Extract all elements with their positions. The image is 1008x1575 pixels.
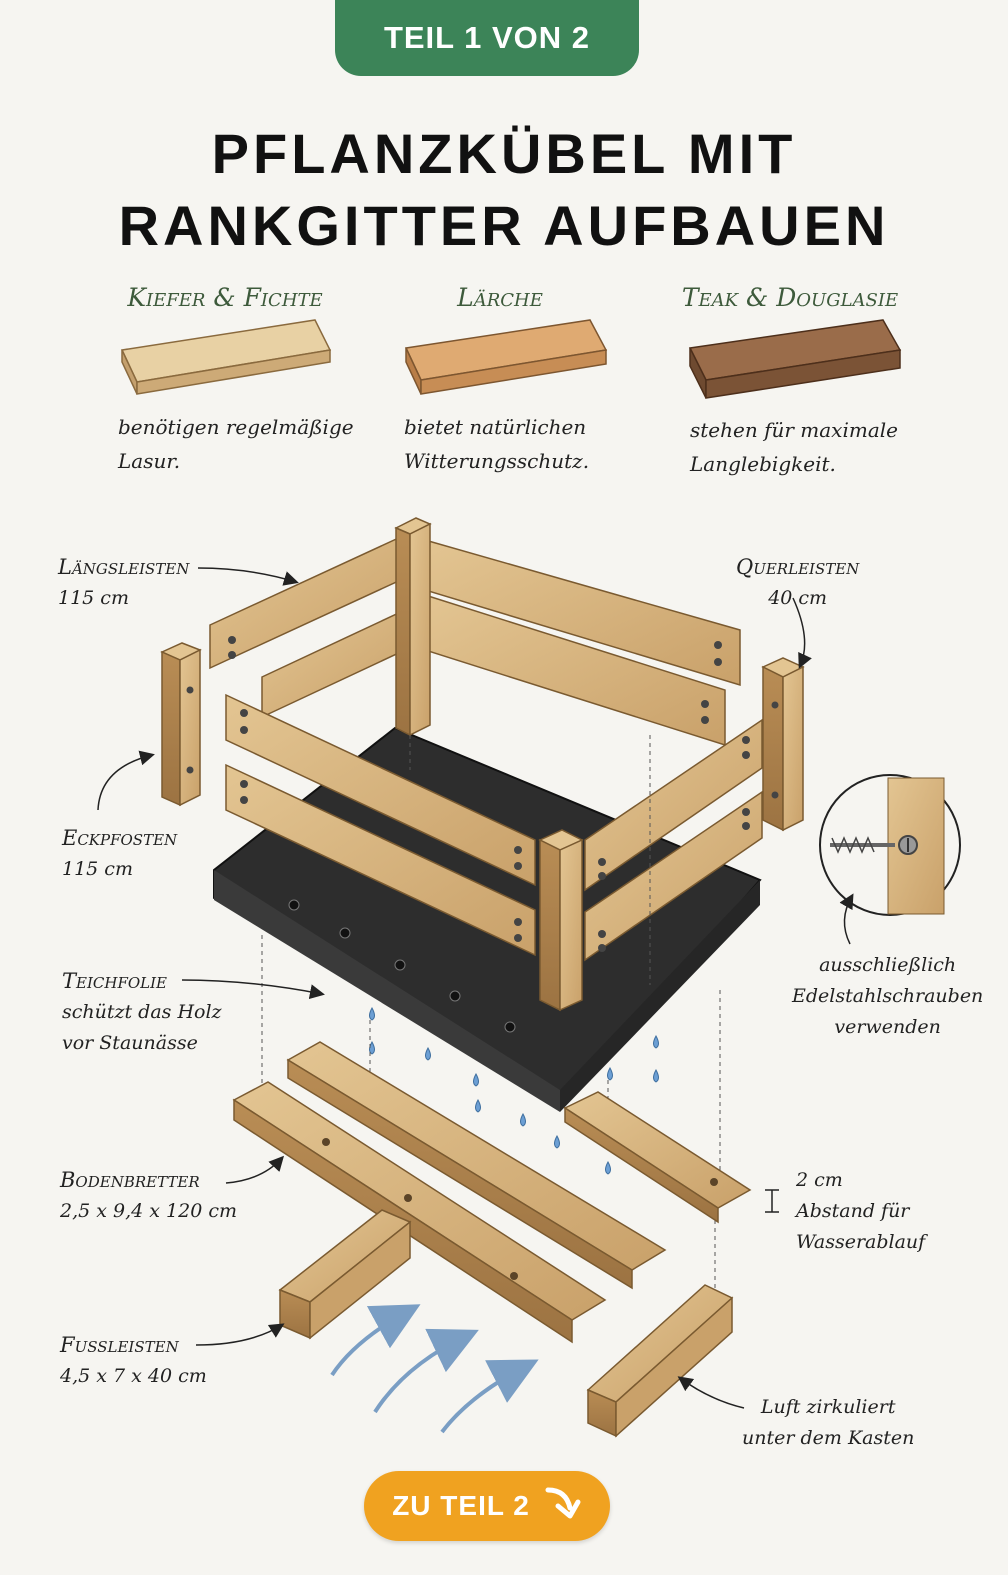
front-corner-post	[538, 829, 584, 1012]
label-bodenbretter-head: Bodenbretter	[60, 1168, 200, 1192]
label-teichfolie-line-2: vor Staunässe	[62, 1032, 198, 1054]
label-schrauben-line-2: Edelstahlschrauben	[792, 985, 984, 1007]
label-querleisten-head: Querleisten	[736, 555, 860, 579]
arrow-down-right-icon	[544, 1484, 582, 1529]
label-eckpfosten: Eckpfosten 115 cm	[62, 823, 177, 885]
label-bodenbretter: Bodenbretter 2,5 x 9,4 x 120 cm	[60, 1165, 237, 1227]
label-abstand-line-1: 2 cm	[796, 1169, 843, 1191]
back-long-rails	[209, 533, 741, 747]
label-fussleisten-head: Fussleisten	[60, 1333, 179, 1357]
label-teichfolie-line-1: schützt das Holz	[62, 1001, 222, 1023]
wood-sample-laerche	[404, 319, 608, 395]
label-eckpfosten-head: Eckpfosten	[62, 826, 178, 850]
title-line-2: RANKGITTER AUFBAUEN	[118, 194, 890, 257]
label-abstand-line-2: Abstand für	[796, 1200, 910, 1222]
label-schrauben: ausschließlich Edelstahlschrauben verwen…	[792, 950, 983, 1043]
label-luft-line-1: Luft zirkuliert	[760, 1396, 896, 1418]
foot-battens	[278, 1209, 734, 1438]
wood-desc-kiefer-line-1: benötigen regelmäßige	[118, 415, 354, 439]
wood-desc-kiefer: benötigen regelmäßige Lasur.	[118, 410, 354, 478]
label-luft: Luft zirkuliert unter dem Kasten	[742, 1392, 914, 1454]
label-abstand: 2 cm Abstand für Wasserablauf	[796, 1165, 925, 1258]
airflow-arrows	[330, 1304, 539, 1434]
label-teichfolie: Teichfolie schützt das Holz vor Staunäss…	[62, 966, 222, 1059]
part-indicator-tab: TEIL 1 VON 2	[335, 0, 639, 76]
wood-desc-laerche: bietet natürlichen Witterungsschutz.	[404, 410, 589, 478]
loose-corner-post-left	[160, 642, 202, 807]
callout-arrows	[97, 567, 854, 1409]
next-part-button-label: ZU TEIL 2	[392, 1490, 530, 1521]
page-title: PFLANZKÜBEL MIT RANKGITTER AUFBAUEN	[0, 118, 1008, 262]
label-luft-line-2: unter dem Kasten	[742, 1427, 915, 1449]
label-abstand-line-3: Wasserablauf	[796, 1231, 926, 1253]
wood-name-laerche: Lärche	[457, 283, 543, 312]
label-querleisten: Querleisten 40 cm	[736, 552, 859, 614]
front-short-rails	[584, 718, 763, 962]
label-laengsleisten: Längsleisten 115 cm	[58, 552, 189, 614]
screw-detail	[819, 774, 961, 916]
title-line-1: PFLANZKÜBEL MIT	[211, 122, 797, 185]
wood-desc-teak: stehen für maximale Langlebigkeit.	[690, 413, 898, 481]
wood-sample-teak	[688, 319, 902, 399]
loose-corner-post-right	[761, 657, 805, 832]
label-laengsleisten-size: 115 cm	[58, 587, 129, 609]
label-querleisten-size: 40 cm	[768, 587, 828, 609]
wood-name-teak: Teak & Douglasie	[681, 283, 899, 312]
wood-desc-laerche-line-1: bietet natürlichen	[404, 415, 587, 439]
wood-desc-laerche-line-2: Witterungsschutz.	[404, 449, 590, 473]
back-corner-post	[394, 517, 432, 737]
wood-sample-kiefer	[120, 319, 332, 395]
next-part-button[interactable]: ZU TEIL 2	[364, 1471, 610, 1541]
label-bodenbretter-size: 2,5 x 9,4 x 120 cm	[60, 1200, 237, 1222]
wood-desc-kiefer-line-2: Lasur.	[118, 449, 181, 473]
wood-name-kiefer: Kiefer & Fichte	[127, 283, 323, 312]
wood-desc-teak-line-1: stehen für maximale	[690, 418, 898, 442]
label-eckpfosten-size: 115 cm	[62, 858, 133, 880]
label-laengsleisten-head: Längsleisten	[58, 555, 190, 579]
label-fussleisten: Fussleisten 4,5 x 7 x 40 cm	[60, 1330, 207, 1392]
label-schrauben-line-3: verwenden	[834, 1016, 941, 1038]
part-indicator-label: TEIL 1 VON 2	[383, 20, 591, 55]
label-fussleisten-size: 4,5 x 7 x 40 cm	[60, 1365, 207, 1387]
front-long-rails	[225, 693, 536, 957]
label-schrauben-line-1: ausschließlich	[819, 954, 957, 976]
label-teichfolie-head: Teichfolie	[62, 969, 167, 993]
wood-desc-teak-line-2: Langlebigkeit.	[690, 452, 836, 476]
